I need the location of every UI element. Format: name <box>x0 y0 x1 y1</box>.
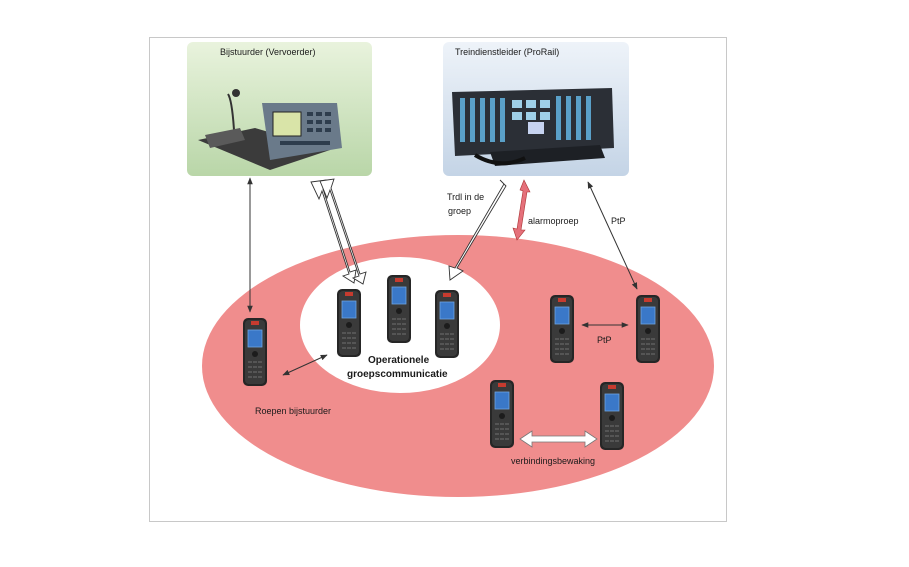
connector-ptp-top <box>587 181 638 290</box>
alarm-arrow <box>512 179 531 241</box>
trdl-group-arrow <box>448 179 507 281</box>
label-ptp-top: PtP <box>611 216 626 226</box>
handset-radio-icon <box>489 379 515 449</box>
panel-treindienstleider: Treindienstleider (ProRail) <box>443 42 629 176</box>
panel-bijstuurder-title: Bijstuurder (Vervoerder) <box>220 47 316 57</box>
label-group-line1: Operationele <box>368 355 430 366</box>
handset-radio-icon <box>336 288 362 358</box>
label-verbinding: verbindingsbewaking <box>511 456 595 466</box>
label-group-line2: groepscommunicatie <box>347 369 448 380</box>
label-trdl-line2: groep <box>448 206 471 216</box>
panel-bijstuurder: Bijstuurder (Vervoerder) <box>187 42 372 176</box>
group-link-arrows-left <box>310 178 367 285</box>
label-trdl-line1: Trdl in de <box>447 192 484 202</box>
handset-radio-icon <box>386 274 412 344</box>
verbindingsbewaking-arrow <box>519 430 598 448</box>
panel-treindienstleider-title: Treindienstleider (ProRail) <box>455 47 559 57</box>
dispatcher-console-icon <box>452 88 614 166</box>
handset-radio-icon <box>549 294 575 364</box>
label-alarmoproep: alarmoproep <box>528 216 579 226</box>
label-ptp-middle: PtP <box>597 335 612 345</box>
connector-roepen <box>282 354 328 376</box>
desk-console-icon <box>198 89 342 170</box>
handset-radio-icon <box>434 289 460 359</box>
handset-radio-icon <box>242 317 268 387</box>
label-roepen: Roepen bijstuurder <box>255 406 331 416</box>
handset-radio-icon <box>599 381 625 451</box>
handset-radio-icon <box>635 294 661 364</box>
